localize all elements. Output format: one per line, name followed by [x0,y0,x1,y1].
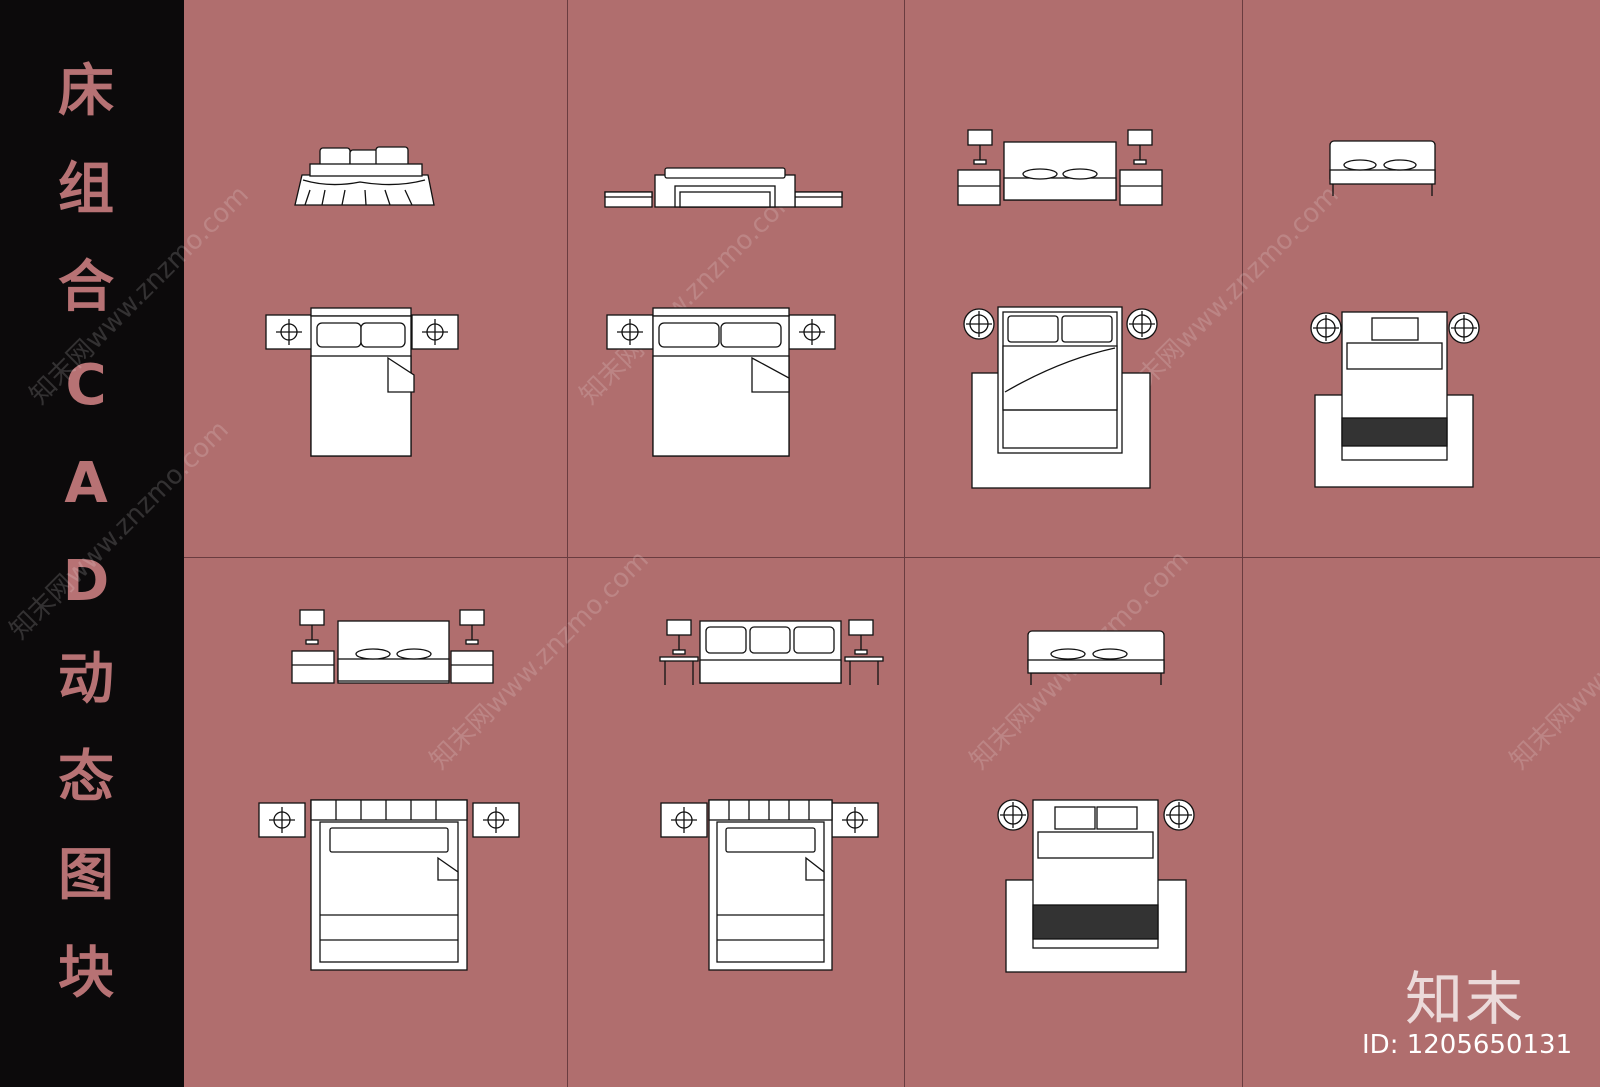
title-char: 态 [58,745,114,810]
bed-elevation-6 [659,619,884,685]
title-sidebar: 床 组 合 C A D 动 态 图 块 [0,0,184,1087]
title-char: A [64,451,108,516]
bed-plan-6 [660,799,879,971]
title-char: 合 [58,255,114,320]
bed-elevation-1 [294,146,435,206]
brand-logo: 知末 [1405,965,1526,1033]
grid-divider [184,557,1600,558]
grid-divider [1242,0,1243,1087]
title-char: 动 [58,647,114,712]
title-char: D [62,549,110,614]
title-char: C [65,353,107,418]
bed-block-grid [184,0,1600,1087]
bed-plan-4 [1310,311,1480,488]
bed-elevation-5 [291,609,494,684]
grid-divider [567,0,568,1087]
grid-divider [904,0,905,1087]
title-char: 组 [58,157,114,222]
bed-plan-7 [997,799,1195,973]
bed-elevation-7 [1027,630,1165,685]
title-char: 床 [58,59,114,124]
bed-plan-2 [606,307,836,457]
bed-elevation-3 [957,129,1163,206]
bed-plan-1 [265,307,459,457]
bed-plan-3 [963,306,1158,489]
bed-elevation-4 [1329,140,1436,196]
title-char: 块 [58,941,114,1006]
bed-plan-5 [258,799,520,971]
bed-elevation-2 [604,167,843,208]
title-char: 图 [58,843,114,908]
asset-id-label: ID: 1205650131 [1362,1030,1573,1060]
